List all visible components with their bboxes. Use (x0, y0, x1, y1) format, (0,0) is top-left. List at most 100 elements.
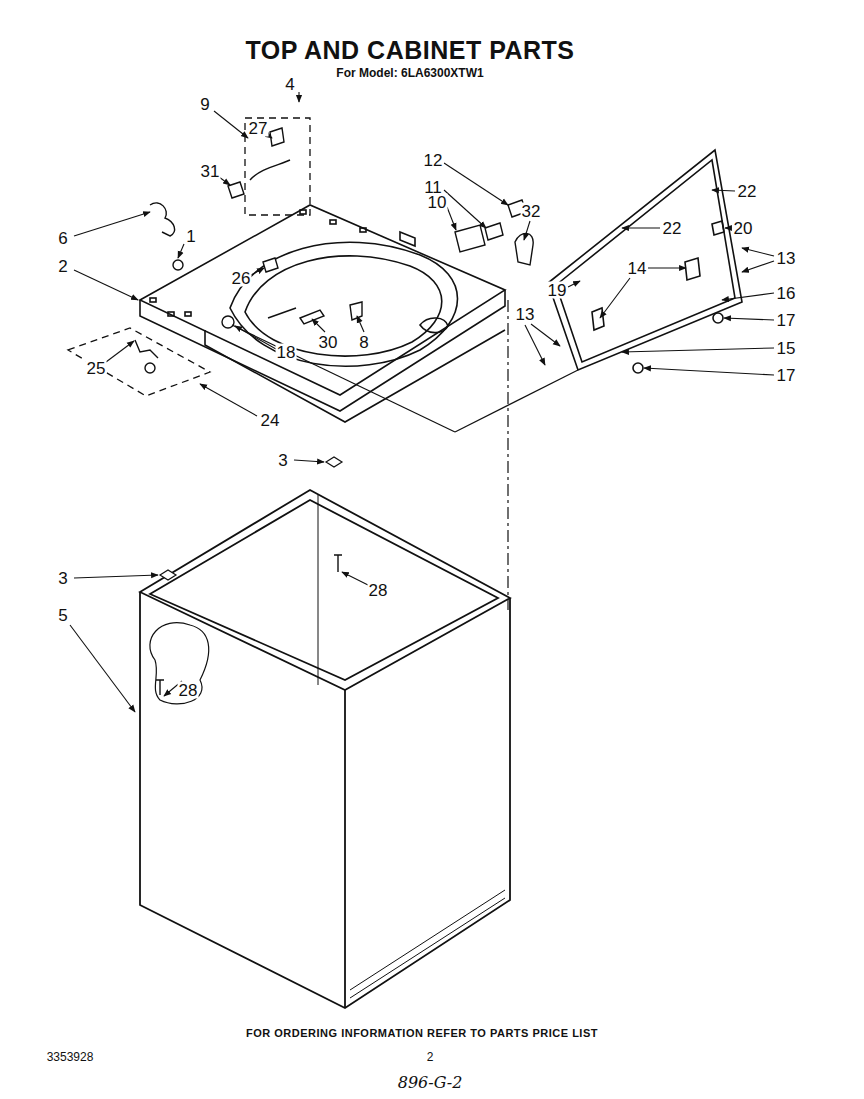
lid (712, 221, 724, 235)
leader-line (622, 348, 774, 352)
cabinet (350, 890, 505, 990)
cabinet (156, 680, 164, 695)
callout-number: 28 (178, 682, 199, 699)
callout-number: 22 (737, 183, 758, 200)
top-small-parts (222, 316, 234, 328)
top-panel (185, 312, 191, 316)
cabinet (350, 898, 505, 998)
top-small-parts (173, 260, 183, 270)
leader-line (712, 190, 735, 191)
leader-line (251, 268, 264, 275)
handwritten-code: 896-G-2 (398, 1075, 463, 1091)
callout-number: 12 (423, 152, 444, 169)
callout-number: 4 (284, 76, 295, 93)
leader-line (235, 326, 276, 349)
callout-number: 24 (260, 412, 281, 429)
callout-number: 22 (662, 220, 683, 237)
callout-number: 2 (57, 258, 68, 275)
top-small-parts (145, 363, 155, 373)
cabinet (344, 690, 346, 1008)
callout-number: 13 (776, 250, 797, 267)
top-small-parts (150, 203, 175, 236)
callout-number: 3 (277, 452, 288, 469)
callout-number: 20 (733, 220, 754, 237)
top-panel (140, 205, 505, 395)
top-small-parts (263, 258, 278, 272)
leader-line (644, 368, 774, 375)
callout-number: 25 (86, 360, 107, 377)
cabinet (160, 570, 176, 580)
top-small-parts (350, 302, 362, 320)
leader-line (178, 244, 184, 258)
callout-number: 16 (776, 285, 797, 302)
lid (685, 258, 700, 280)
callout-number: 1 (185, 228, 196, 245)
leader-line (444, 190, 486, 228)
top-panel (230, 242, 458, 366)
top-panel (205, 330, 505, 422)
leader-line (742, 248, 774, 256)
model-number: For Model: 6LA6300XTW1 (336, 67, 483, 79)
leader-line (447, 207, 456, 230)
callout-number: 26 (231, 270, 252, 287)
leader-line (531, 324, 560, 346)
callout-number: 15 (776, 340, 797, 357)
leader-line (342, 572, 368, 585)
callout-number: 27 (248, 120, 269, 137)
leader-line (622, 227, 660, 228)
callout-number: 31 (200, 163, 221, 180)
group-bracket (68, 328, 210, 396)
lid (556, 160, 735, 362)
leader-line (74, 212, 150, 236)
leader-line (725, 227, 731, 228)
callout-number: 14 (627, 260, 648, 277)
top-small-parts (485, 223, 503, 240)
ordering-note: FOR ORDERING INFORMATION REFER TO PARTS … (246, 1028, 598, 1039)
group-bracket (245, 118, 310, 215)
top-small-parts (270, 128, 284, 146)
lid (548, 150, 742, 373)
group-bracket (68, 118, 310, 396)
leader-line (70, 625, 135, 712)
cabinet (140, 592, 510, 1008)
document-number: 3353928 (47, 1051, 94, 1063)
top-panel (420, 318, 448, 333)
callout-number: 13 (515, 306, 536, 323)
cabinet (334, 555, 342, 572)
leader-line (724, 318, 774, 320)
callout-number: 19 (547, 282, 568, 299)
top-small-parts (300, 310, 324, 324)
leader-line (357, 316, 364, 332)
top-small-parts (455, 225, 485, 252)
top-panel (400, 232, 415, 246)
lid (592, 308, 604, 330)
top-panel (360, 228, 366, 232)
callout-number: 18 (276, 344, 297, 361)
top-panel (168, 312, 174, 316)
callout-number: 8 (358, 334, 369, 351)
top-panel (300, 210, 306, 214)
callout-number: 28 (368, 582, 389, 599)
top-small-parts (135, 128, 533, 373)
top-panel (140, 205, 505, 422)
leader-line (294, 460, 324, 462)
cabinet (318, 495, 319, 685)
leader-line (298, 92, 299, 102)
callout-number: 5 (57, 607, 68, 624)
cabinet (150, 623, 209, 704)
callout-number: 17 (776, 312, 797, 329)
top-panel (330, 220, 336, 224)
callout-number: 6 (57, 230, 68, 247)
callout-number: 9 (199, 96, 210, 113)
assembly-line (232, 325, 455, 432)
top-small-parts (268, 308, 296, 318)
cabinet (326, 457, 342, 467)
leader-line (200, 384, 257, 416)
callout-number: 10 (427, 194, 448, 211)
callout-number: 30 (318, 334, 339, 351)
lid (713, 313, 723, 323)
assembly-line (455, 370, 578, 432)
leader-line (722, 293, 774, 300)
leader-line (214, 111, 248, 138)
